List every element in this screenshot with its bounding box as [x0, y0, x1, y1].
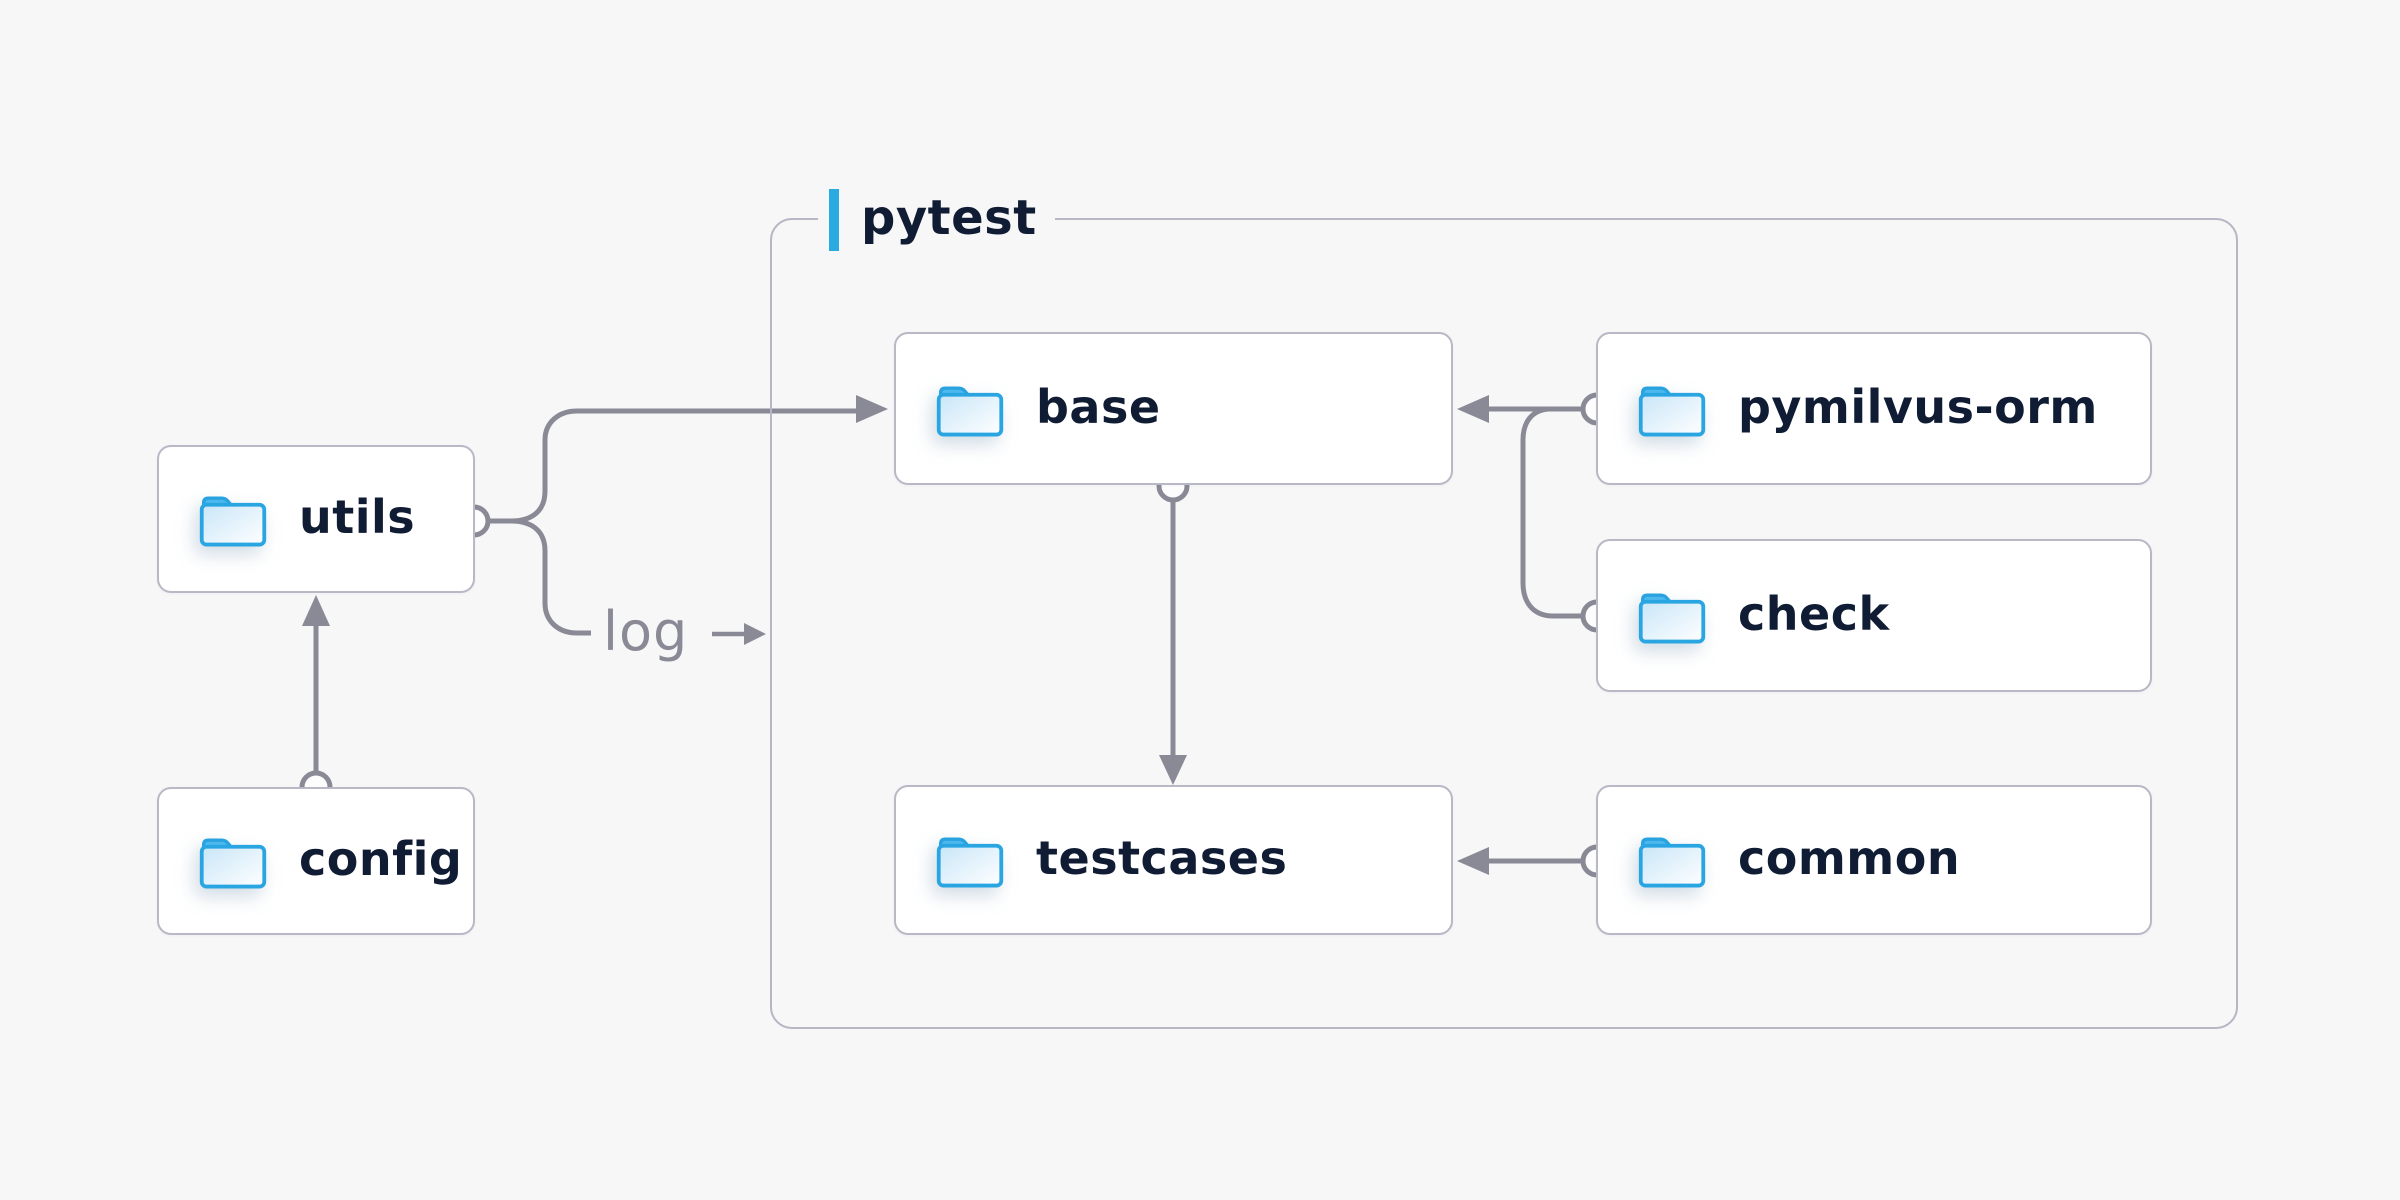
- node-utils: utils: [157, 445, 475, 593]
- node-config: config: [157, 787, 475, 935]
- accent-bar: [829, 189, 839, 251]
- pytest-group-label: pytest: [818, 189, 1055, 251]
- node-testcases: testcases: [894, 785, 1453, 935]
- node-label: config: [299, 832, 463, 886]
- node-common: common: [1596, 785, 2152, 935]
- folder-icon: [197, 488, 269, 550]
- edge-config-to-utils: [299, 595, 333, 804]
- folder-icon: [934, 378, 1006, 440]
- node-label: check: [1738, 586, 1890, 641]
- folder-icon: [1636, 829, 1708, 891]
- group-title: pytest: [861, 190, 1037, 246]
- pytest-group-container: pytest: [770, 189, 2238, 1029]
- folder-icon: [1636, 585, 1708, 647]
- node-base: base: [894, 332, 1453, 485]
- node-label: pymilvus-orm: [1738, 379, 2098, 434]
- node-check: check: [1596, 539, 2152, 692]
- node-label: base: [1036, 379, 1161, 434]
- node-label: common: [1738, 831, 1961, 885]
- folder-icon: [1636, 378, 1708, 440]
- node-label: utils: [299, 490, 416, 544]
- folder-icon: [934, 829, 1006, 891]
- edge-label-log: log: [603, 600, 689, 663]
- node-label: testcases: [1036, 831, 1288, 885]
- node-pymilvus-orm: pymilvus-orm: [1596, 332, 2152, 485]
- folder-icon: [197, 830, 269, 892]
